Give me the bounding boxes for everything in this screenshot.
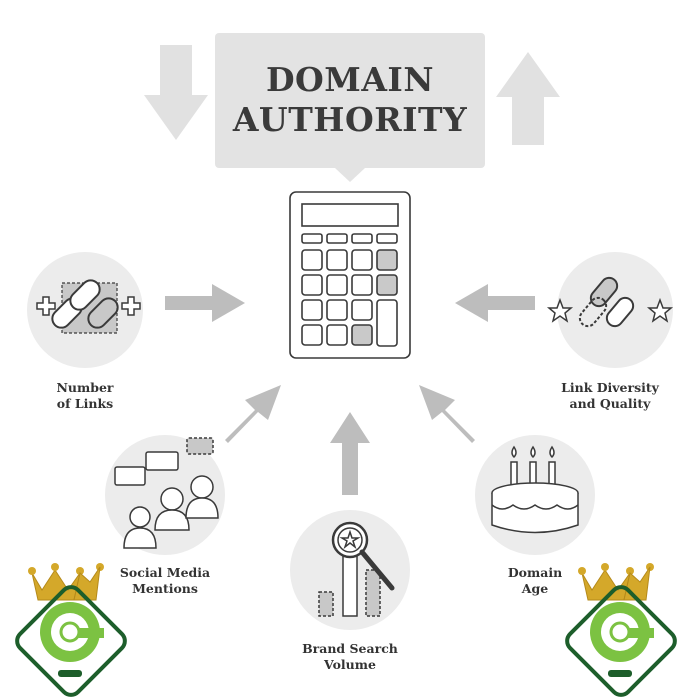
plus-icon	[36, 296, 141, 316]
label-links-line2: of Links	[56, 396, 114, 411]
title-panel	[215, 33, 485, 182]
label-diversity-line2: and Quality	[569, 396, 651, 411]
arrow-from-diversity	[455, 284, 535, 322]
factor-circle-social	[105, 435, 225, 555]
label-brand-line2: Volume	[324, 657, 376, 672]
crown-icon	[578, 563, 654, 601]
brand-logo-left	[15, 563, 127, 697]
label-social: Social Media Mentions	[105, 565, 225, 597]
magnifier-star-icon	[318, 521, 395, 617]
label-age-line1: Domain	[507, 565, 563, 580]
label-age: Domain Age	[485, 565, 585, 597]
crown-icon	[28, 563, 104, 601]
label-social-line1: Social Media	[119, 565, 211, 580]
label-age-line2: Age	[521, 581, 549, 596]
title-line-1: DOMAIN	[265, 60, 435, 99]
arrow-from-social	[225, 385, 281, 443]
chain-stars-icon	[578, 276, 635, 328]
people-chat-icon	[114, 437, 219, 549]
brand-logo-right	[565, 563, 677, 697]
title-line-2: AUTHORITY	[232, 100, 468, 139]
label-social-line2: Mentions	[132, 581, 198, 596]
label-brand-line1: Brand Search	[302, 641, 398, 656]
arrow-from-age	[419, 385, 475, 443]
arrow-from-links	[165, 284, 245, 322]
label-links: Number of Links	[35, 380, 135, 412]
birthday-cake-icon	[491, 445, 579, 534]
factor-circle-brand	[290, 510, 410, 630]
factor-circle-links	[27, 252, 143, 368]
star-icon	[546, 297, 674, 323]
chain-plus-icon	[51, 279, 119, 329]
down-arrow-icon	[144, 45, 208, 140]
label-diversity: Link Diversity and Quality	[540, 380, 680, 412]
arrow-from-brand	[330, 412, 370, 495]
up-arrow-icon	[496, 52, 560, 145]
factor-circle-diversity	[546, 252, 674, 368]
label-brand: Brand Search Volume	[290, 641, 410, 673]
factor-circle-age	[475, 435, 595, 555]
calculator-icon	[289, 191, 411, 359]
label-diversity-line1: Link Diversity	[561, 380, 659, 395]
label-links-line1: Number	[56, 380, 114, 395]
